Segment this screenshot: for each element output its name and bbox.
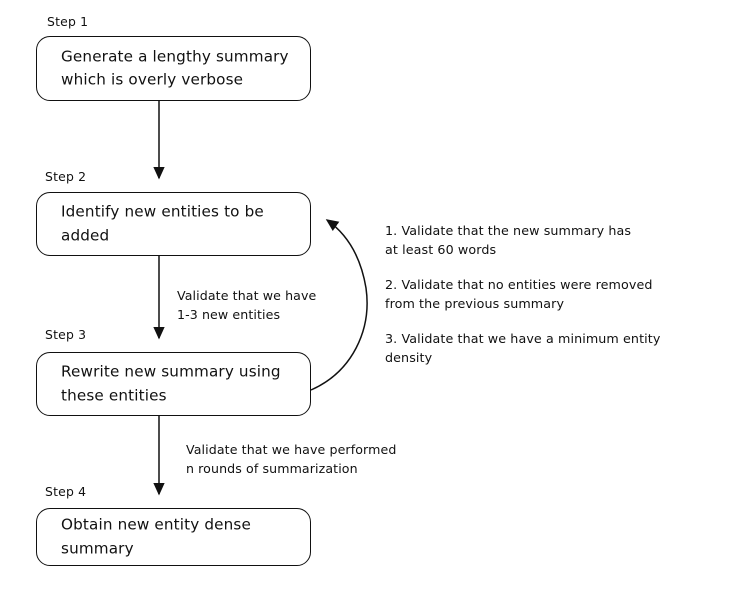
step-label-3: Step 3 xyxy=(45,327,87,342)
node-step-1[interactable]: Generate a lengthy summary which is over… xyxy=(36,36,311,101)
edge-label-step3-step4: Validate that we have performed n rounds… xyxy=(186,442,397,476)
step-label-4: Step 4 xyxy=(45,484,87,499)
connector-step3-step2-feedback xyxy=(310,219,368,391)
node-step-3-text: Rewrite new summary using these entities xyxy=(61,362,281,404)
step-label-2: Step 2 xyxy=(45,169,87,184)
node-step-4-text: Obtain new entity dense summary xyxy=(61,515,251,557)
node-step-3[interactable]: Rewrite new summary using these entities xyxy=(36,352,311,416)
edge-label-step2-step3: Validate that we have 1-3 new entities xyxy=(177,288,317,322)
validation-note-1: 1. Validate that the new summary has at … xyxy=(385,223,632,258)
node-step-4[interactable]: Obtain new entity dense summary xyxy=(36,508,311,566)
node-step-2[interactable]: Identify new entities to be added xyxy=(36,192,311,256)
node-step-1-text: Generate a lengthy summary which is over… xyxy=(61,46,289,89)
step-label-1: Step 1 xyxy=(47,14,89,29)
validation-note-2: 2. Validate that no entities were remove… xyxy=(385,277,653,312)
node-step-2-text: Identify new entities to be added xyxy=(61,202,264,244)
validation-note-3: 3. Validate that we have a minimum entit… xyxy=(385,331,661,366)
